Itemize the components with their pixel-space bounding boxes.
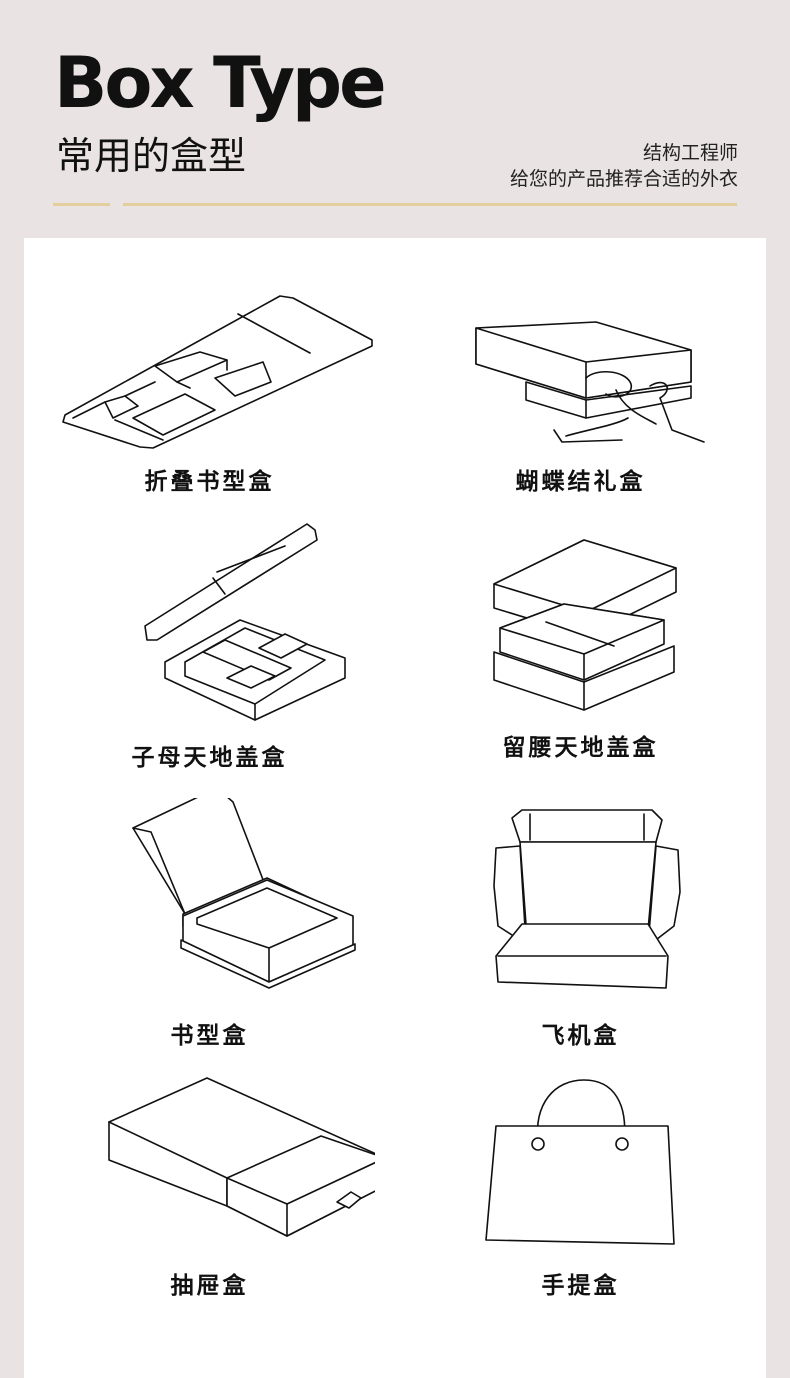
box-card-tray-lid: 子母天地盖盒 [24,516,395,771]
book-box-icon [131,798,356,989]
box-label: 飞机盒 [541,1023,620,1049]
box-label: 抽屉盒 [170,1273,249,1299]
box-card-folding-book: 折叠书型盒 [24,290,395,495]
box-card-drawer: 抽屉盒 [24,1074,395,1299]
page-subtitle: 常用的盒型 [56,134,247,178]
mailer-box-icon [492,809,681,989]
drawer-box-icon [107,1077,375,1237]
waist-lid-box-icon [492,539,677,711]
tagline-line-2: 给您的产品推荐合适的外衣 [509,168,738,190]
box-label: 子母天地盖盒 [131,745,288,771]
box-label: 书型盒 [170,1023,249,1049]
accent-rule-short [53,203,110,206]
box-card-mailer: 飞机盒 [395,806,766,1049]
tagline: 结构工程师 给您的产品推荐合适的外衣 [510,140,738,192]
box-type-panel: 折叠书型盒 蝴蝶结礼盒 子母天地盖盒 [24,238,766,1378]
box-card-handbag: 手提盒 [395,1074,766,1299]
tagline-line-1: 结构工程师 [642,142,738,164]
bow-gift-box-icon [474,321,705,443]
tray-lid-box-icon [143,523,346,721]
box-label: 蝴蝶结礼盒 [515,469,646,495]
handbag-box-icon [484,1079,675,1245]
page-title: Box Type [54,42,387,124]
folding-book-box-icon [61,295,373,449]
box-label: 留腰天地盖盒 [502,735,659,761]
box-card-book: 书型盒 [24,798,395,1049]
accent-rule-long [123,203,737,206]
header: Box Type 常用的盒型 结构工程师 给您的产品推荐合适的外衣 [0,0,790,238]
box-label: 手提盒 [541,1273,620,1299]
box-label: 折叠书型盒 [144,469,275,495]
box-card-bow-gift: 蝴蝶结礼盒 [395,290,766,495]
box-card-waist-lid: 留腰天地盖盒 [395,528,766,761]
